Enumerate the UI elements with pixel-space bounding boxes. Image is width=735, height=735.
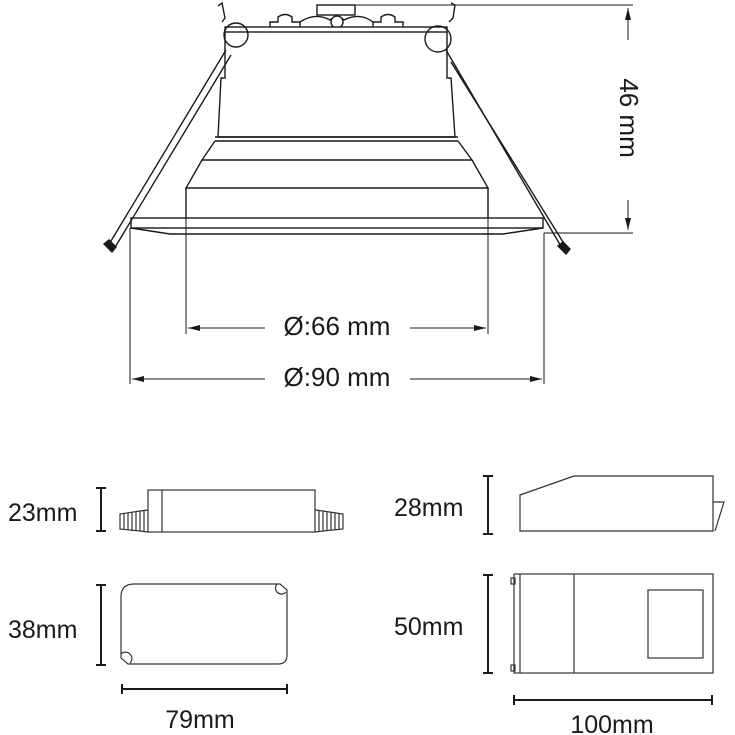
- small-driver-width-label: 79mm: [165, 706, 234, 734]
- large-driver-width-label: 100mm: [570, 711, 653, 735]
- large-driver-width-bracket: [513, 695, 713, 705]
- large-driver-height-bracket: [483, 475, 493, 535]
- height-label: 46 mm: [614, 78, 644, 157]
- large-driver-top: [510, 573, 714, 674]
- small-driver-top: [120, 583, 288, 665]
- small-driver-top-height-label: 38mm: [8, 616, 77, 644]
- height-dimension: [350, 4, 633, 234]
- small-driver-side: [119, 489, 344, 533]
- spring-left: [223, 22, 249, 48]
- large-driver-top-height-bracket: [483, 574, 493, 674]
- small-driver-side-height-label: 23mm: [8, 499, 77, 527]
- terminal-block: [269, 4, 404, 29]
- large-driver-top-height-label: 50mm: [394, 613, 463, 641]
- diameter-dimensions: [129, 218, 545, 384]
- small-driver-top-height-bracket: [96, 584, 106, 666]
- spring-right: [424, 25, 452, 53]
- large-driver-side-height-label: 28mm: [394, 494, 463, 522]
- small-driver-height-bracket: [96, 487, 106, 532]
- small-driver-width-bracket: [121, 684, 288, 694]
- inner-diameter-label: Ø:66 mm: [284, 311, 391, 341]
- outer-diameter-label: Ø:90 mm: [284, 362, 391, 392]
- downlight-drawing: [102, 1, 571, 256]
- large-driver-side: [519, 475, 725, 532]
